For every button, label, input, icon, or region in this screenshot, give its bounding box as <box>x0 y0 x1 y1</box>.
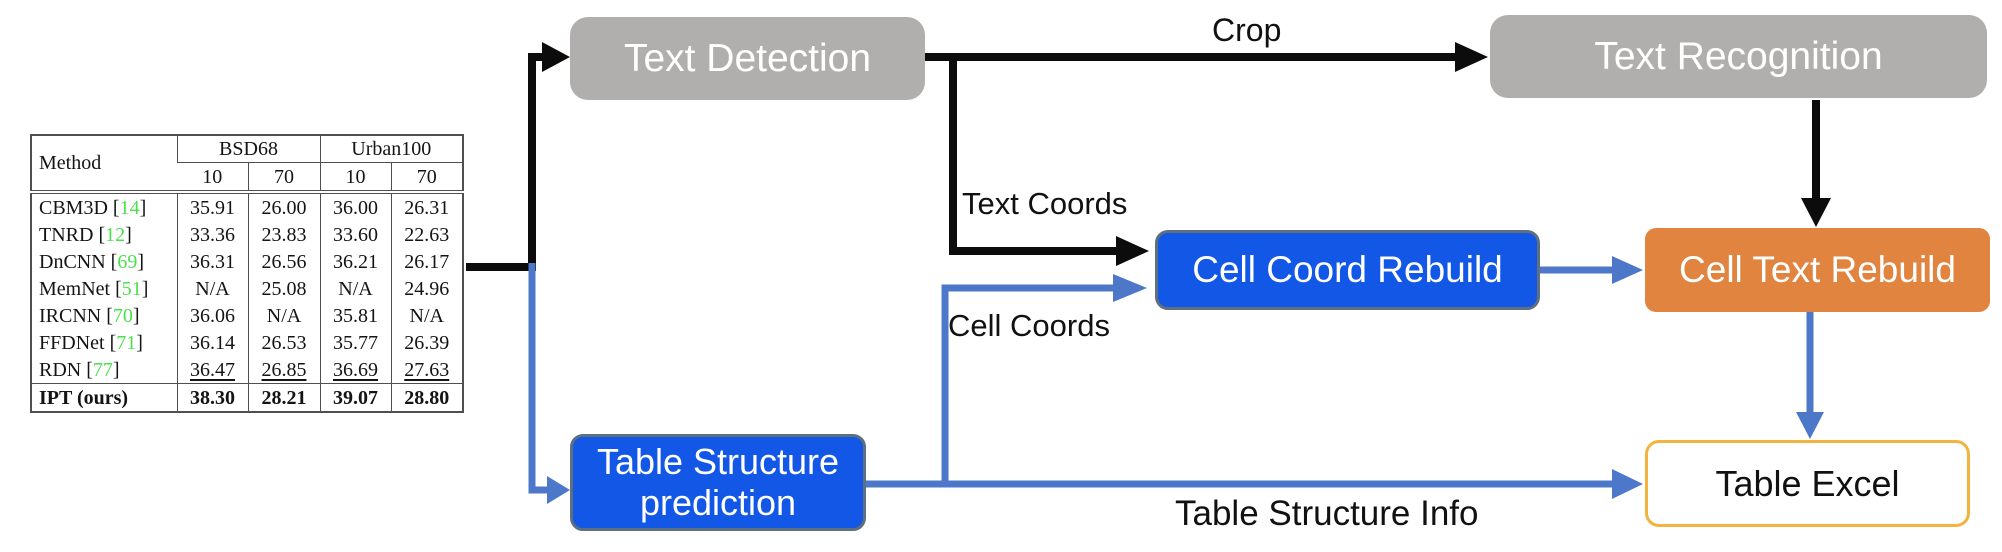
node-label: Cell Text Rebuild <box>1679 249 1956 290</box>
value-cell: 33.60 <box>319 221 391 248</box>
arrow-text-coords-to-cell-coord-rebuild <box>949 61 1149 266</box>
value-cell: 26.31 <box>390 190 464 221</box>
method-cell: IRCNN [70] <box>39 304 140 327</box>
value-cell: N/A <box>247 302 320 329</box>
col-subheader: 10 <box>319 162 391 192</box>
citation-number: 69 <box>117 250 138 273</box>
value-cell: 36.21 <box>319 248 391 275</box>
value-cell: N/A <box>319 275 391 302</box>
col-subheader: 70 <box>247 162 320 192</box>
arrow-input-to-text-detection <box>466 42 570 271</box>
node-label: Table Excel <box>1715 462 1900 504</box>
value-cell: 33.36 <box>176 221 248 248</box>
benchmark-table: Method BSD68 Urban100 10 70 10 70 CBM3D … <box>30 134 465 413</box>
method-cell: RDN [77] <box>39 358 120 381</box>
arrow-crop-detection-to-recognition <box>925 42 1488 72</box>
node-label: Text Detection <box>623 36 872 80</box>
citation-number: 12 <box>105 223 126 246</box>
col-subheader: 70 <box>390 162 464 192</box>
benchmark-table-header: Method BSD68 Urban100 10 70 10 70 <box>31 135 464 193</box>
citation-number: 71 <box>116 331 137 354</box>
node-label: Cell Coord Rebuild <box>1192 249 1503 290</box>
value-cell: 26.00 <box>247 190 320 221</box>
method-cell: CBM3D [14] <box>31 190 177 221</box>
value-cell: 36.69 <box>319 356 391 384</box>
edge-label-crop: Crop <box>1212 12 1282 48</box>
col-group-bsd68: BSD68 <box>176 135 320 163</box>
value-cell: 39.07 <box>319 383 391 412</box>
value-cell: 28.21 <box>247 383 320 412</box>
method-cell: DnCNN [69] <box>39 250 145 273</box>
value-cell: 35.77 <box>319 329 391 356</box>
value-cell: N/A <box>390 302 464 329</box>
arrow-coord-rebuild-to-text-rebuild <box>1540 256 1643 284</box>
arrow-cell-coords-to-cell-coord-rebuild <box>941 274 1147 481</box>
value-cell: N/A <box>176 275 248 302</box>
citation-number: 70 <box>112 304 133 327</box>
value-cell: 26.17 <box>390 248 464 275</box>
value-cell: 36.31 <box>176 248 248 275</box>
value-cell: 36.14 <box>176 329 248 356</box>
col-header-method: Method <box>31 135 177 193</box>
node-label: Text Recognition <box>1594 34 1883 78</box>
value-cell: 24.96 <box>390 275 464 302</box>
col-subheader: 10 <box>202 165 223 188</box>
node-table-structure-prediction: Table Structure prediction <box>570 434 866 531</box>
method-cell: IPT (ours) <box>31 383 177 412</box>
value-cell: 23.83 <box>247 221 320 248</box>
node-cell-text-rebuild: Cell Text Rebuild <box>1645 228 1990 312</box>
node-text-recognition: Text Recognition <box>1490 15 1987 98</box>
value-cell: 22.63 <box>390 221 464 248</box>
arrow-text-rebuild-to-table-excel <box>1796 312 1824 439</box>
value-cell: 25.08 <box>247 275 320 302</box>
node-table-excel: Table Excel <box>1645 440 1970 527</box>
arrow-input-to-table-structure-prediction <box>528 263 570 504</box>
citation-number: 14 <box>119 196 140 219</box>
arrow-recognition-to-cell-text-rebuild <box>1801 100 1831 227</box>
edge-label-text-coords: Text Coords <box>962 186 1128 221</box>
edge-label-table-structure-info: Table Structure Info <box>1175 494 1479 533</box>
arrow-structure-info-to-table-excel <box>865 469 1643 499</box>
node-text-detection: Text Detection <box>570 17 925 100</box>
node-label-line2: prediction <box>639 481 797 523</box>
value-cell: 26.56 <box>247 248 320 275</box>
value-cell: 36.00 <box>319 190 391 221</box>
node-cell-coord-rebuild: Cell Coord Rebuild <box>1155 230 1540 310</box>
node-label-line1: Table Structure <box>596 441 840 483</box>
value-cell: 27.63 <box>390 356 464 384</box>
method-cell: TNRD [12] <box>39 223 132 246</box>
value-cell: 28.80 <box>390 383 464 412</box>
citation-number: 77 <box>92 358 113 381</box>
value-cell: 36.47 <box>176 356 248 384</box>
value-cell: 35.81 <box>319 302 391 329</box>
value-cell: 38.30 <box>176 383 248 412</box>
method-cell: MemNet [51] <box>39 277 149 300</box>
value-cell: 26.53 <box>247 329 320 356</box>
edge-label-cell-coords: Cell Coords <box>948 308 1110 343</box>
value-cell: 26.85 <box>247 356 320 384</box>
method-cell: FFDNet [71] <box>39 331 143 354</box>
citation-number: 51 <box>121 277 142 300</box>
value-cell: 26.39 <box>390 329 464 356</box>
value-cell: 36.06 <box>176 302 248 329</box>
value-cell: 35.91 <box>176 190 248 221</box>
col-group-urban100: Urban100 <box>319 135 464 163</box>
